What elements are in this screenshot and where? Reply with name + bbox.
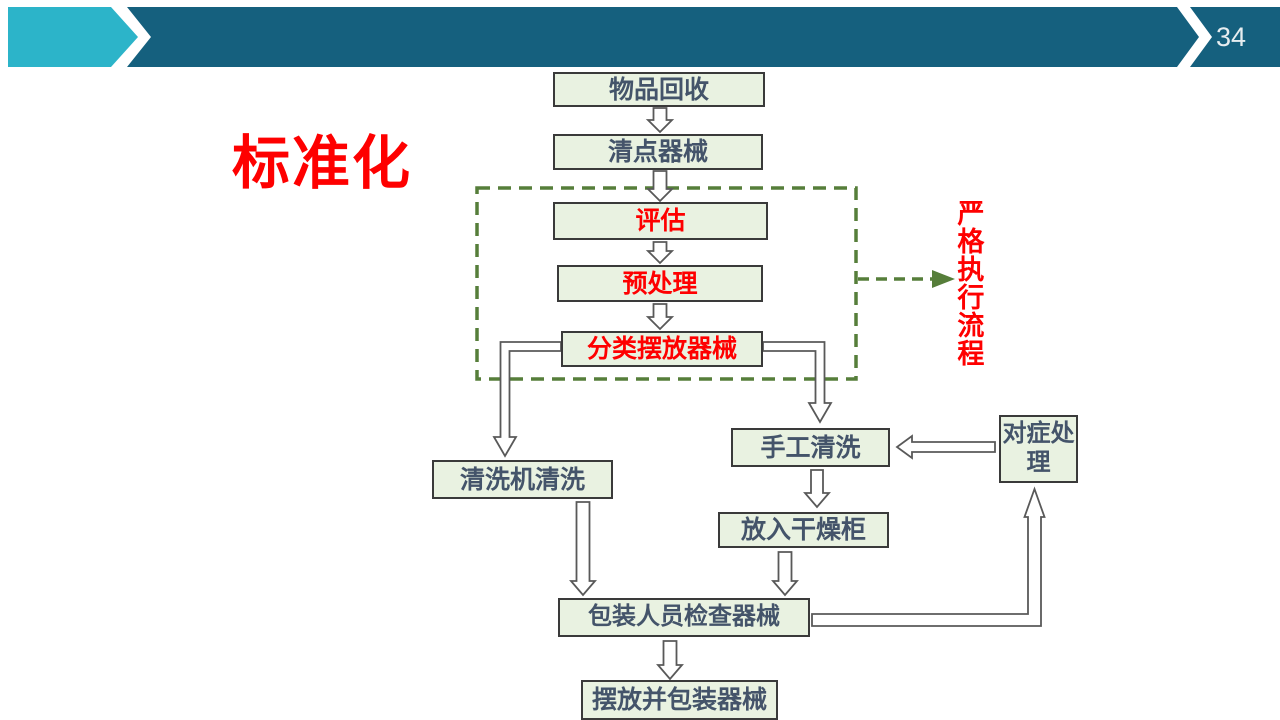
arrow-symptomatic-to-manual-wash [895,434,996,460]
arrow-evaluate-to-pretreat [645,241,675,265]
banner-dark-bar [127,7,1280,67]
arrow-count-to-evaluate [645,170,675,203]
banner-light-chevron [8,7,138,67]
flow-box-symptomatic-treatment: 对症处理 [999,415,1078,483]
flow-box-machine-washing: 清洗机清洗 [432,460,613,499]
flow-box-evaluate: 评估 [553,202,768,240]
flow-box-sort-place-instruments: 分类摆放器械 [561,331,763,367]
dashed-arrow-head [932,270,955,288]
arrow-drying-to-inspect [771,551,799,597]
arrow-pretreat-to-sort [645,303,675,331]
flow-box-count-instruments: 清点器械 [553,134,763,170]
elbow-sort-to-machine-wash [492,341,562,458]
elbow-sort-to-manual-wash [762,341,833,424]
flow-box-pretreatment: 预处理 [557,265,763,302]
flow-box-place-and-package: 摆放并包装器械 [581,680,778,720]
page-number: 34 [1216,22,1247,52]
flow-box-manual-washing: 手工清洗 [731,428,890,467]
elbow-inspect-to-symptomatic [811,486,1046,627]
side-note: 严格执行流程 [953,199,984,367]
flow-box-item-recovery: 物品回收 [553,72,765,107]
banner-chevron-separator [1177,7,1212,67]
arrow-manual-wash-to-drying [803,469,831,509]
arrow-recycle-to-count [645,107,675,134]
arrow-inspect-to-package [656,640,684,681]
flow-box-drying-cabinet: 放入干燥柜 [718,512,889,548]
arrow-machine-wash-to-inspect [569,501,597,597]
flow-box-packer-inspect-instruments: 包装人员检查器械 [558,598,810,637]
slide-title: 标准化 [232,131,413,196]
